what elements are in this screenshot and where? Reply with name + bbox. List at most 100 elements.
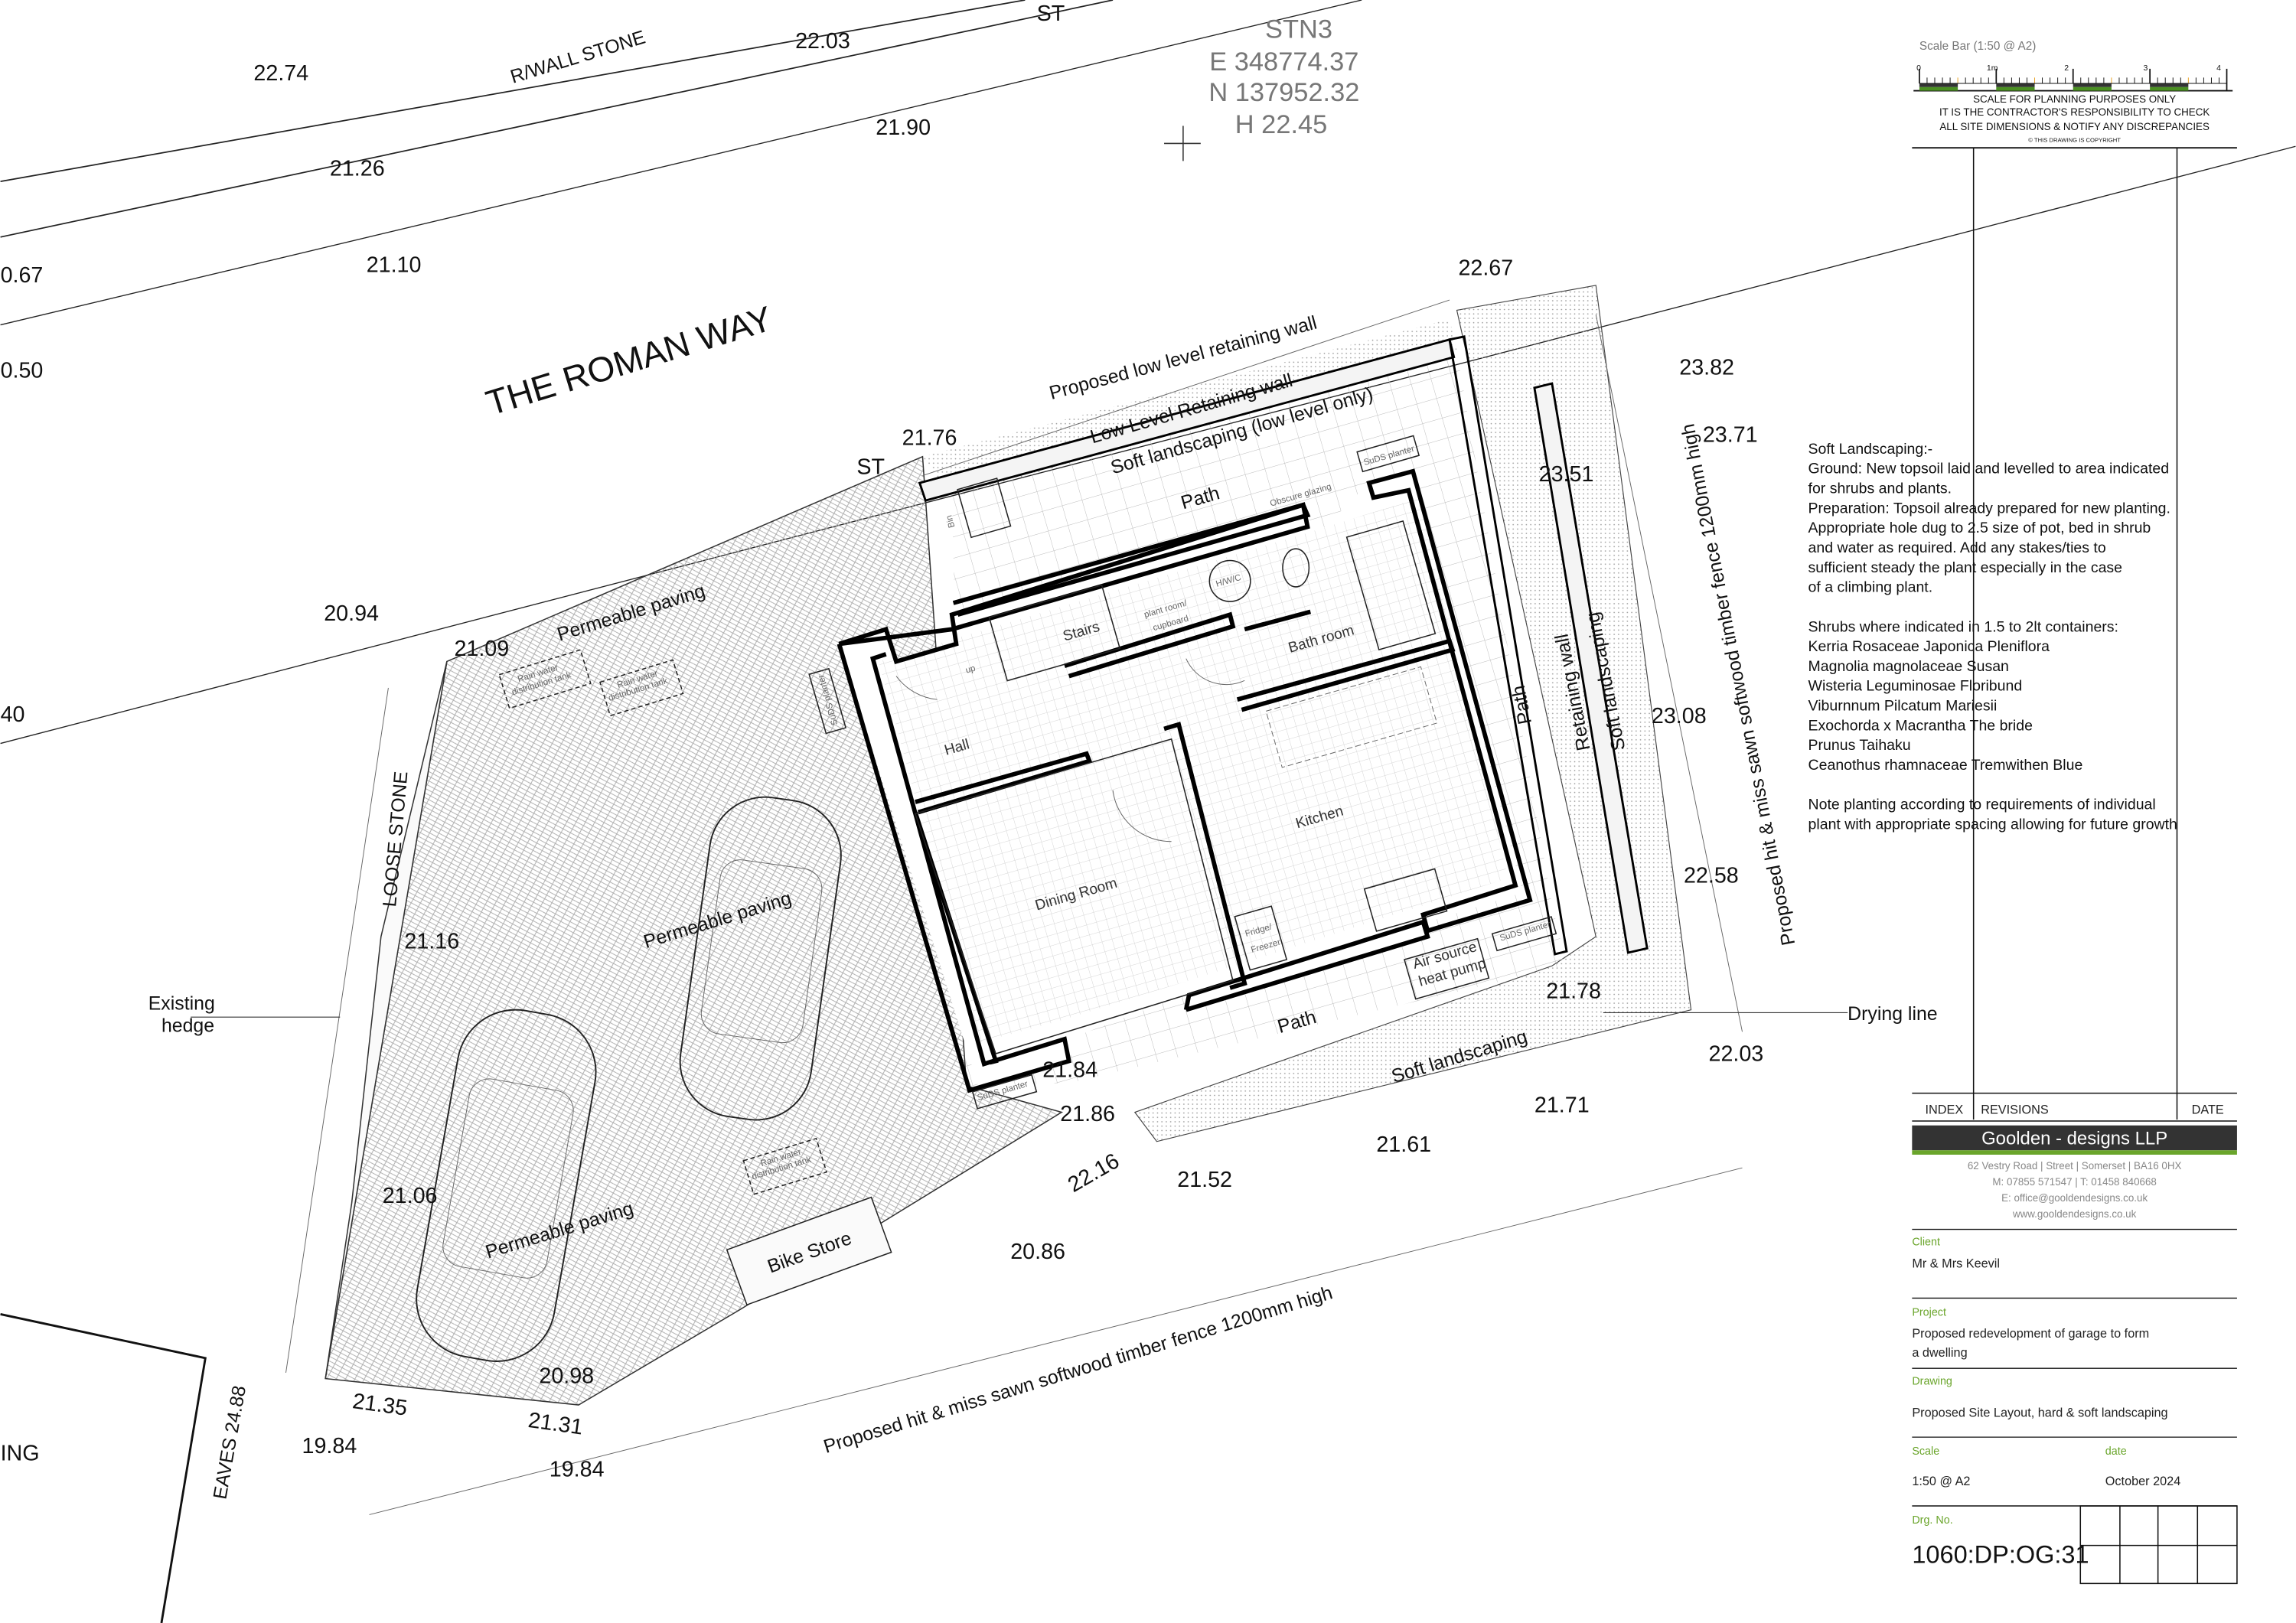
svg-text:STN3: STN3 xyxy=(1265,15,1332,44)
note-line: of a climbing plant. xyxy=(1808,579,1933,596)
svg-text:October 2024: October 2024 xyxy=(2105,1475,2180,1488)
svg-text:20.94: 20.94 xyxy=(324,601,379,626)
car-2 xyxy=(416,1009,597,1362)
svg-text:Bin: Bin xyxy=(944,514,957,529)
svg-text:21.16: 21.16 xyxy=(404,929,459,953)
note-line: Soft Landscaping:- xyxy=(1808,441,1933,458)
svg-text:up: up xyxy=(964,664,977,676)
svg-text:Mr & Mrs Keevil: Mr & Mrs Keevil xyxy=(1912,1256,2000,1270)
svg-text:22.16: 22.16 xyxy=(1064,1149,1124,1198)
svg-text:a dwelling: a dwelling xyxy=(1912,1346,1967,1360)
svg-text:3: 3 xyxy=(2144,64,2148,73)
svg-text:Scale: Scale xyxy=(1912,1445,1939,1458)
svg-text:21.76: 21.76 xyxy=(902,425,957,450)
boundary-wall xyxy=(1448,335,1568,956)
site-fixtures xyxy=(498,435,1557,1306)
scale-segment-dark xyxy=(1996,83,2035,87)
svg-text:22.03: 22.03 xyxy=(795,29,850,54)
svg-text:INDEX: INDEX xyxy=(1926,1103,1964,1116)
svg-text:22.58: 22.58 xyxy=(1684,863,1739,888)
svg-text:0.50: 0.50 xyxy=(1,358,44,383)
note-line: for shrubs and plants. xyxy=(1808,481,1952,497)
svg-text:21.78: 21.78 xyxy=(1546,979,1601,1003)
st-label-mid: ST xyxy=(856,455,885,480)
svg-text:62 Vestry Road | Street | Some: 62 Vestry Road | Street | Somerset | BA1… xyxy=(1968,1160,2182,1172)
svg-text:40: 40 xyxy=(1,702,25,727)
note-line: Shrubs where indicated in 1.5 to 2lt con… xyxy=(1808,618,2118,635)
title-block: INDEX REVISIONS DATE Goolden - designs L… xyxy=(1912,147,2238,1585)
svg-text:ING: ING xyxy=(1,1442,40,1466)
spot-levels: 22.74 22.03 21.90 21.26 21.10 0.67 0.50 … xyxy=(1,29,1764,1482)
loose-stone-area xyxy=(325,661,448,1379)
svg-text:E: office@gooldendesigns.co.uk: E: office@gooldendesigns.co.uk xyxy=(2001,1192,2148,1204)
svg-text:DATE: DATE xyxy=(2192,1103,2224,1116)
svg-text:REVISIONS: REVISIONS xyxy=(1981,1103,2049,1116)
note-line: sufficient steady the plant especially i… xyxy=(1808,559,2122,576)
note-line: Viburnnum Pilcatum Mariesii xyxy=(1808,698,1998,715)
note-line: and water as required. Add any stakes/ti… xyxy=(1808,539,2106,556)
svg-text:© THIS DRAWING IS COPYRIGHT: © THIS DRAWING IS COPYRIGHT xyxy=(2028,137,2121,144)
svg-text:H 22.45: H 22.45 xyxy=(1235,110,1328,139)
note-line: plant with appropriate spacing allowing … xyxy=(1808,816,2177,833)
svg-text:N 137952.32: N 137952.32 xyxy=(1208,78,1359,107)
st-label-top: ST xyxy=(1037,2,1065,26)
note-line: Kerria Rosaceae Japonica Pleniflora xyxy=(1808,638,2050,655)
svg-text:22.74: 22.74 xyxy=(253,61,308,86)
svg-text:Drying line: Drying line xyxy=(1848,1003,1937,1025)
retaining-wall-right xyxy=(1533,382,1649,954)
company-banner xyxy=(1912,1125,2237,1151)
svg-text:M: 07855 571547 | T: 01458: M: 07855 571547 | T: 01458 840668 xyxy=(1992,1176,2156,1188)
house-plan xyxy=(837,468,1533,1093)
svg-text:20.98: 20.98 xyxy=(539,1364,594,1388)
svg-text:1m: 1m xyxy=(1987,64,1998,73)
svg-text:Drawing: Drawing xyxy=(1912,1375,1952,1387)
scale-segment-dark xyxy=(1919,83,1958,87)
note-line: Exochorda x Macrantha The bride xyxy=(1808,717,2033,734)
svg-text:Client: Client xyxy=(1912,1237,1940,1249)
svg-text:ALL SITE DIMENSIONS & NOTIFY A: ALL SITE DIMENSIONS & NOTIFY ANY DISCREP… xyxy=(1939,121,2210,132)
scale-segment-dark xyxy=(2073,83,2112,87)
road-name: THE ROMAN WAY xyxy=(481,298,777,423)
scale-segment-green xyxy=(2073,86,2112,91)
svg-text:Project: Project xyxy=(1912,1306,1946,1318)
soft-landscaping-notes: Soft Landscaping:-Ground: New topsoil la… xyxy=(1808,441,2177,833)
svg-text:0.67: 0.67 xyxy=(1,263,44,288)
svg-text:date: date xyxy=(2105,1445,2127,1458)
svg-text:21.26: 21.26 xyxy=(330,157,385,181)
note-line: Ceanothus rhamnaceae Tremwithen Blue xyxy=(1808,757,2083,774)
svg-text:0: 0 xyxy=(1916,64,1921,73)
svg-text:21.35: 21.35 xyxy=(351,1389,409,1421)
svg-text:21.31: 21.31 xyxy=(527,1408,585,1440)
svg-text:21.09: 21.09 xyxy=(454,637,509,661)
svg-text:Proposed hit & miss sawn softw: Proposed hit & miss sawn softwood timber… xyxy=(821,1282,1336,1458)
svg-text:19.84: 19.84 xyxy=(550,1458,605,1482)
car-1 xyxy=(679,796,842,1121)
scale-segment-green xyxy=(1996,86,2035,91)
svg-text:23.51: 23.51 xyxy=(1539,462,1594,487)
svg-text:www.gooldendesigns.co.uk: www.gooldendesigns.co.uk xyxy=(2012,1208,2137,1220)
scale-bar: Scale Bar (1:50 @ A2) 0 1m 2 3 4 SCALE F… xyxy=(1913,40,2233,144)
svg-text:SCALE FOR PLANNING PURPOSES ON: SCALE FOR PLANNING PURPOSES ONLY xyxy=(1973,93,2176,105)
note-line: Prunus Taihaku xyxy=(1808,737,1911,754)
svg-text:21.90: 21.90 xyxy=(876,116,931,140)
svg-text:23.71: 23.71 xyxy=(1703,423,1758,448)
svg-text:20.86: 20.86 xyxy=(1010,1240,1065,1264)
svg-text:21.84: 21.84 xyxy=(1042,1058,1097,1083)
svg-text:21.71: 21.71 xyxy=(1534,1093,1590,1118)
scale-segment-green xyxy=(2150,86,2189,91)
svg-text:Scale Bar (1:50 @ A2): Scale Bar (1:50 @ A2) xyxy=(1919,40,2036,53)
note-line: Note planting according to requirements … xyxy=(1808,797,2156,813)
note-line: Appropriate hole dug to 2.5 size of pot,… xyxy=(1808,520,2151,536)
scale-segment-green xyxy=(1919,86,1958,91)
note-line: Preparation: Topsoil already prepared fo… xyxy=(1808,500,2170,517)
svg-text:22.03: 22.03 xyxy=(1709,1042,1764,1067)
svg-text:21.10: 21.10 xyxy=(367,253,422,278)
svg-text:23.08: 23.08 xyxy=(1652,704,1707,728)
svg-text:Proposed Site Layout, hard & s: Proposed Site Layout, hard & soft landsc… xyxy=(1912,1406,2167,1419)
note-line: Wisteria Leguminosae Floribund xyxy=(1808,678,2023,695)
svg-text:1:50 @ A2: 1:50 @ A2 xyxy=(1912,1475,1970,1488)
svg-text:2: 2 xyxy=(2064,64,2069,73)
svg-text:23.82: 23.82 xyxy=(1679,356,1734,380)
svg-text:19.84: 19.84 xyxy=(302,1434,357,1458)
